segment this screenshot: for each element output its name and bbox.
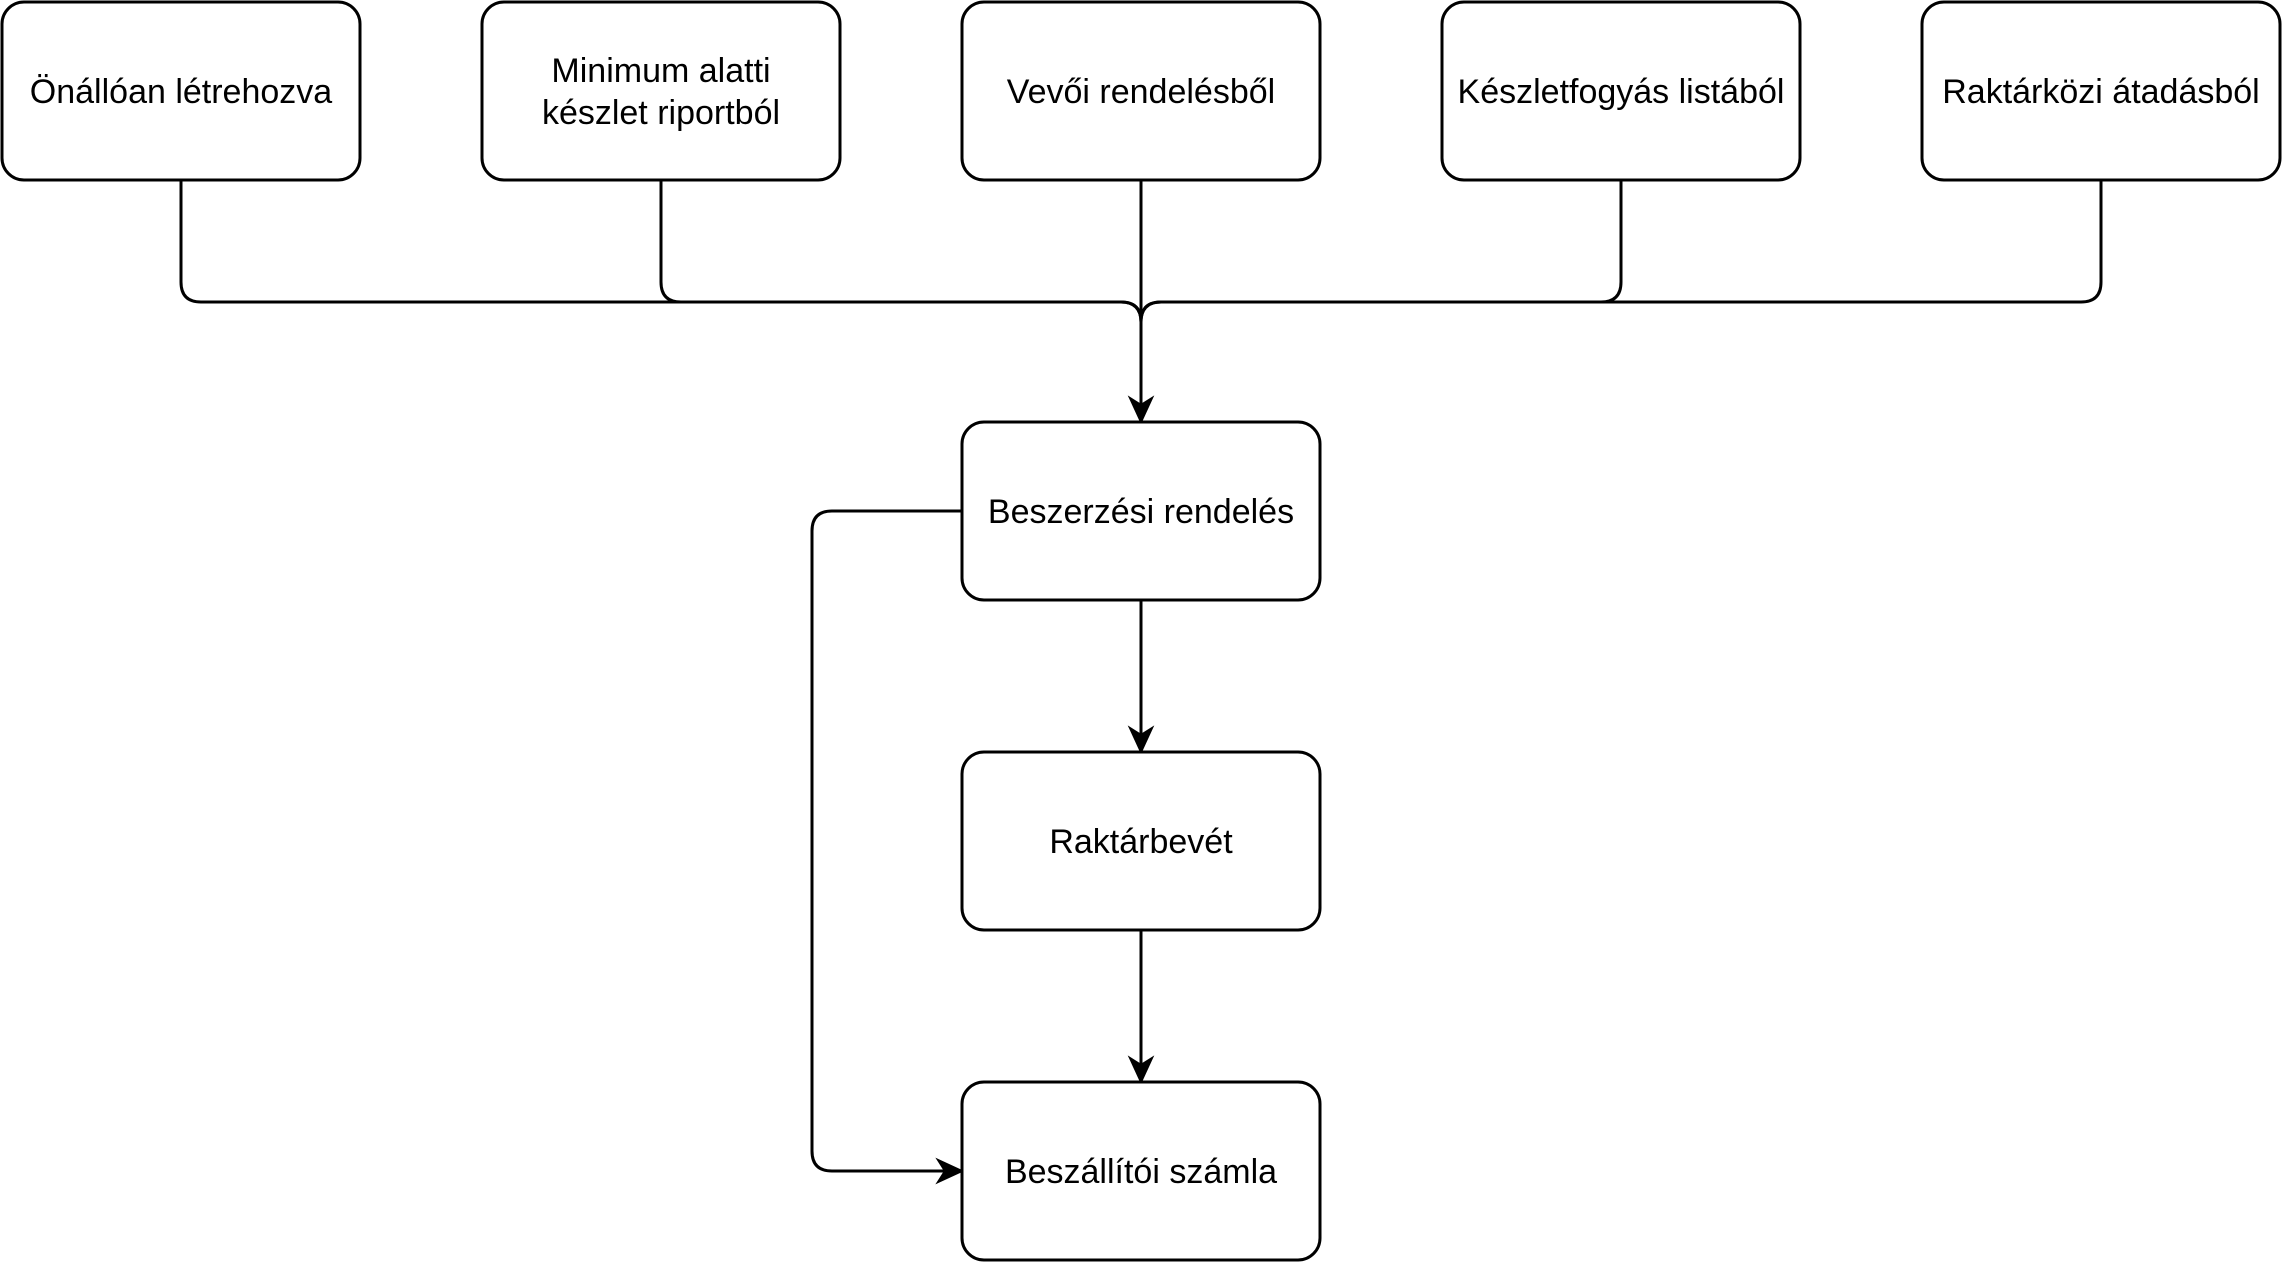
arrowhead-into-gr <box>1127 725 1155 755</box>
node-label: Raktárbevét <box>1049 823 1233 861</box>
node-n3: Vevői rendelésből <box>960 0 1322 182</box>
node-n4: Készletfogyás listából <box>1440 0 1802 182</box>
node-label: Raktárközi átadásból <box>1942 73 2260 111</box>
node-box <box>960 0 1322 182</box>
edges-layer <box>179 181 2103 1185</box>
node-box <box>960 420 1322 602</box>
node-po: Beszerzési rendelés <box>960 420 1322 602</box>
node-box <box>960 750 1322 932</box>
node-label: Önállóan létrehozva <box>30 73 333 111</box>
node-n5: Raktárközi átadásból <box>1920 0 2282 182</box>
arrowhead-into-po <box>1127 395 1155 425</box>
node-box <box>480 0 842 182</box>
edge-n5-po <box>1139 181 2103 408</box>
node-n2: Minimum alatti készlet riportból <box>480 0 842 182</box>
node-box <box>960 1080 1322 1262</box>
arrowhead-into-inv-side <box>935 1157 965 1185</box>
node-box <box>0 0 362 182</box>
node-n1: Önállóan létrehozva <box>0 0 362 182</box>
node-label: Beszállítói számla <box>1005 1153 1277 1191</box>
node-label: Minimum alatti <box>551 52 770 90</box>
edge-po-inv <box>810 509 961 1173</box>
node-label: Beszerzési rendelés <box>988 493 1294 531</box>
node-label: Készletfogyás listából <box>1458 73 1785 111</box>
node-gr: Raktárbevét <box>960 750 1322 932</box>
node-box <box>1920 0 2282 182</box>
edge-n4-po <box>1139 181 1623 408</box>
node-label: készlet riportból <box>542 94 780 132</box>
node-inv: Beszállítói számla <box>960 1080 1322 1262</box>
node-label: Vevői rendelésből <box>1007 73 1275 111</box>
edge-n2-po <box>659 181 1143 408</box>
node-box <box>1440 0 1802 182</box>
arrowhead-into-inv <box>1127 1055 1155 1085</box>
